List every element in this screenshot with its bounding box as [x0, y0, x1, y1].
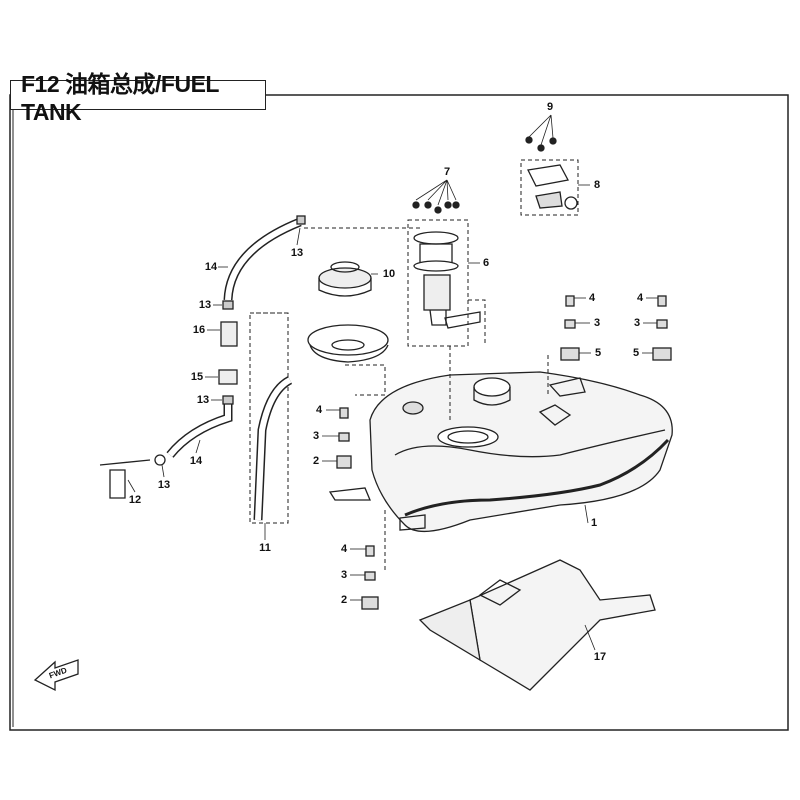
callout-4: 4 — [315, 404, 323, 416]
callout-13: 13 — [290, 247, 304, 259]
callout-2: 2 — [340, 594, 348, 606]
callout-15: 15 — [190, 371, 204, 383]
fuel-gauge-plate — [525, 114, 578, 210]
callout-1: 1 — [590, 517, 598, 529]
callout-3: 3 — [340, 569, 348, 581]
callout-4: 4 — [588, 292, 596, 304]
callout-3: 3 — [593, 317, 601, 329]
callout-16: 16 — [192, 324, 206, 336]
fuel-pump-assembly — [412, 179, 481, 329]
diagram-frame — [9, 94, 789, 731]
callout-13: 13 — [196, 394, 210, 406]
callout-17: 17 — [593, 651, 607, 663]
callout-8: 8 — [593, 179, 601, 191]
callout-12: 12 — [128, 494, 142, 506]
callout-4: 4 — [340, 543, 348, 555]
callout-2: 2 — [312, 455, 320, 467]
filler-ring — [307, 324, 389, 363]
fuel-tank — [328, 371, 673, 533]
callout-5: 5 — [594, 347, 602, 359]
tank-bracket — [418, 559, 656, 691]
callout-3: 3 — [633, 317, 641, 329]
fuel-cap — [318, 261, 372, 297]
hoses — [99, 215, 306, 521]
callout-14: 14 — [189, 455, 203, 467]
callout-5: 5 — [632, 347, 640, 359]
callout-9: 9 — [546, 101, 554, 113]
callout-13: 13 — [157, 479, 171, 491]
callout-6: 6 — [482, 257, 490, 269]
callout-14: 14 — [204, 261, 218, 273]
callout-10: 10 — [382, 268, 396, 280]
front-direction-arrow — [33, 659, 79, 692]
fasteners — [336, 295, 672, 610]
callout-13: 13 — [198, 299, 212, 311]
callout-3: 3 — [312, 430, 320, 442]
callout-4: 4 — [636, 292, 644, 304]
callout-7: 7 — [443, 166, 451, 178]
callout-11: 11 — [259, 542, 271, 554]
diagram-title: F12 油箱总成/FUEL TANK — [10, 71, 266, 125]
